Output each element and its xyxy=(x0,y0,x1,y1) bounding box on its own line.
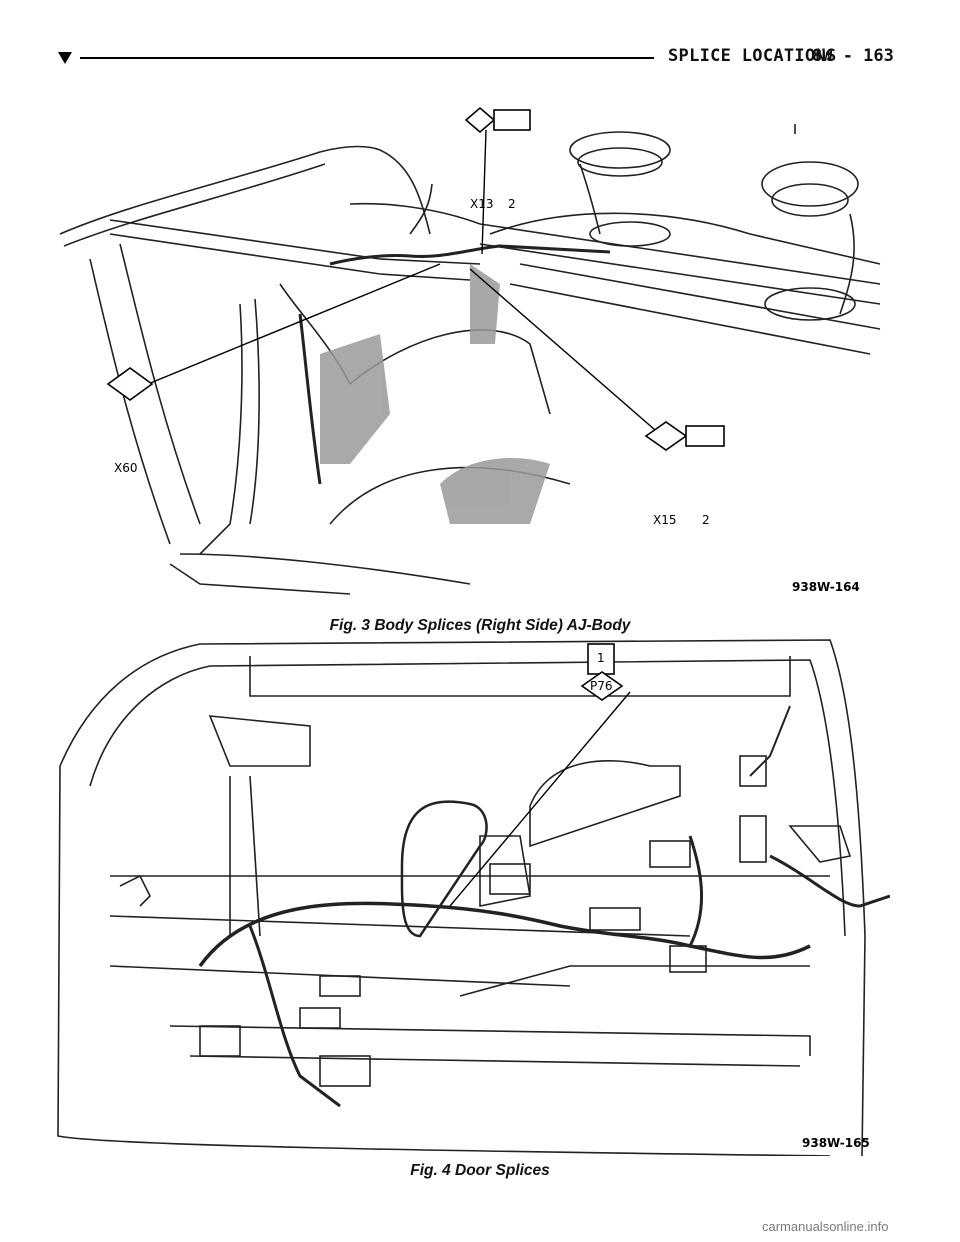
figure-door-splices: 1 P76 938W-165 xyxy=(50,636,890,1156)
body-splices-illustration xyxy=(59,106,881,595)
callout-x15-value: 2 xyxy=(702,513,710,527)
drawing-id: 938W-164 xyxy=(792,580,860,594)
door-splices-illustration xyxy=(57,639,890,1156)
callout-p76-value: 1 xyxy=(597,651,605,665)
watermark: carmanualsonline.info xyxy=(762,1219,889,1234)
callout-x15-id: X15 xyxy=(653,513,677,527)
page-number: 8W - 163 xyxy=(812,46,894,66)
figure-caption: Fig. 4 Door Splices xyxy=(410,1162,550,1179)
drawing-id: 938W-165 xyxy=(802,1136,870,1150)
figure-body-splices: X13 2 X60 X15 2 938W-164 xyxy=(50,84,890,610)
callout-p76-id: P76 xyxy=(590,679,613,693)
page-header: SPLICE LOCATIONS 8W - 163 xyxy=(58,44,894,74)
triangle-marker-icon xyxy=(58,52,72,64)
callout-x13-id: X13 xyxy=(470,197,494,211)
header-rule xyxy=(80,57,654,59)
callout-x13-value: 2 xyxy=(508,197,516,211)
section-title: SPLICE LOCATIONS xyxy=(668,46,837,66)
callout-x60-id: X60 xyxy=(114,461,138,475)
figure-caption: Fig. 3 Body Splices (Right Side) AJ-Body xyxy=(329,617,631,634)
